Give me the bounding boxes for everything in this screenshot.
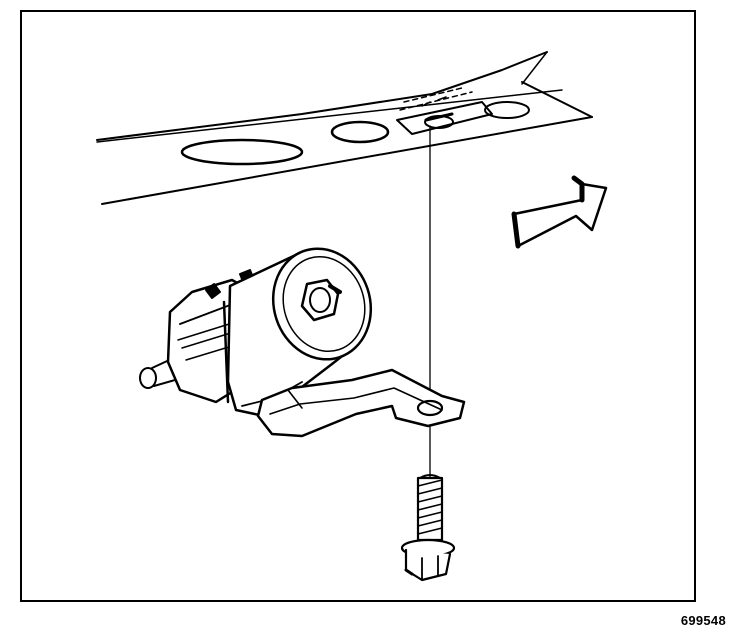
- forward-arrow-icon: [511, 175, 608, 249]
- fuel-filter-diagram: [96, 51, 608, 582]
- illustration-frame: [20, 10, 696, 602]
- figure-number: 699548: [680, 613, 726, 628]
- bracket-icon: [256, 368, 466, 438]
- frame-rail-icon: [96, 51, 593, 205]
- bolt-icon: [400, 474, 456, 582]
- fuel-filter-icon: [139, 247, 373, 418]
